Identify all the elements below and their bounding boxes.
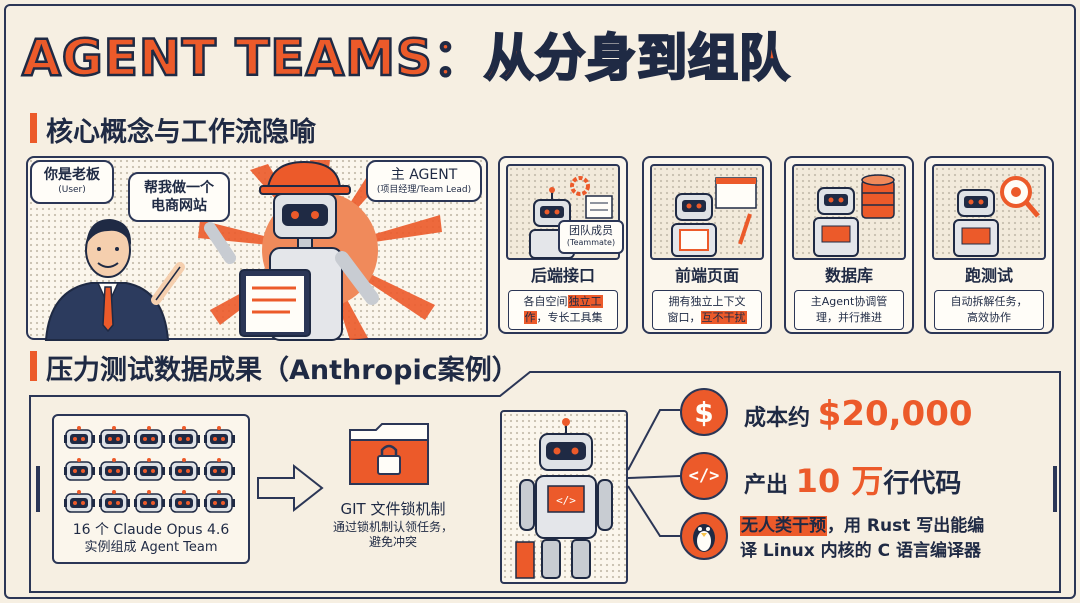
compiler-line2: 译 Linux 内核的 C 语言编译器 — [740, 540, 981, 561]
agent-bubble-sub: (项目经理/Team Lead) — [376, 184, 472, 195]
coding-robot-icon: </> — [515, 418, 613, 579]
fleet-robot-icon — [64, 490, 95, 513]
code-pre: 产出 — [744, 473, 796, 498]
frontend-robot-icon — [671, 177, 757, 257]
compiler-robot-panel: </> — [500, 410, 628, 584]
compiler-line1: ，用 Rust 写出能编 — [827, 516, 985, 536]
boss-speech-bubble: 你是老板 (User) — [30, 160, 114, 204]
fleet-robot-icon — [204, 426, 235, 449]
teammate-badge-main: 团队成员 — [569, 224, 613, 237]
teammate-badge-sub: (Teammate) — [566, 237, 616, 247]
card-desc-frontend: 拥有独立上下文 窗口，互不干扰 — [652, 290, 762, 330]
svg-text:</>: </> — [556, 494, 576, 507]
fleet-robot-icon — [204, 458, 235, 481]
card-name-frontend: 前端页面 — [674, 266, 739, 285]
desc-frontend-line1: 拥有独立上下文 — [668, 295, 746, 308]
request-speech-bubble: 帮我做一个 电商网站 — [128, 172, 230, 222]
card-desc-testing: 自动拆解任务， 高效协作 — [934, 290, 1044, 330]
desc-testing-line2: 高效协作 — [967, 310, 1011, 324]
fleet-robot-icon — [169, 426, 200, 449]
request-line1: 帮我做一个 — [144, 180, 214, 196]
code-icon: </> — [680, 452, 728, 500]
compiler-highlight: 无人类干预 — [740, 516, 827, 536]
fleet-robot-icon — [169, 490, 200, 513]
dollar-icon: $ — [680, 388, 728, 436]
fleet-robot-icon — [134, 426, 165, 449]
cost-stat: 成本约 $20,000 — [744, 394, 973, 434]
code-output-stat: 产出 10 万行代码 — [744, 456, 961, 502]
teammate-card-backend: 团队成员 (Teammate) 后端接口 各自空间独立工 作，专长工具集 — [498, 156, 628, 334]
git-line1: 通过锁机制认领任务， — [332, 519, 453, 534]
cost-label: 成本约 — [744, 406, 818, 431]
teammate-card-database: 数据库 主Agent协调管 理，并行推进 — [784, 156, 914, 334]
agent-speech-bubble: 主 AGENT (项目经理/Team Lead) — [366, 160, 482, 202]
fleet-robot-icon — [134, 458, 165, 481]
folder-lock-icon — [349, 423, 429, 485]
agent-bubble-main: 主 AGENT — [390, 167, 458, 183]
card-name-backend: 后端接口 — [530, 266, 595, 285]
desc-backend-highlight: 独立工 — [567, 295, 603, 308]
fleet-line1: 16 个 Claude Opus 4.6 — [72, 522, 230, 538]
boss-bubble-main: 你是老板 — [44, 167, 100, 183]
card-desc-backend: 各自空间独立工 作，专长工具集 — [508, 290, 618, 330]
fleet-robot-icon — [64, 458, 95, 481]
request-line2: 电商网站 — [151, 197, 207, 214]
fleet-robot-icon — [169, 458, 200, 481]
testing-robot-icon — [953, 176, 1040, 257]
section1-title: 核心概念与工作流隐喻 — [46, 117, 316, 148]
lead-agent-robot — [204, 160, 379, 341]
desc-backend-pre: 各自空间 — [523, 295, 568, 308]
database-art — [792, 164, 906, 260]
fleet-robot-icon — [134, 490, 165, 513]
desc-backend-highlight2: 作 — [523, 310, 537, 324]
git-title: GIT 文件锁机制 — [340, 500, 446, 518]
database-robot-icon — [813, 174, 895, 257]
desc-database-line2: 理，并行推进 — [816, 310, 882, 324]
boss-bubble-sub: (User) — [58, 184, 86, 195]
card-name-database: 数据库 — [824, 266, 873, 285]
code-post: 行代码 — [883, 469, 962, 499]
fleet-line2: 实例组成 Agent Team — [84, 539, 218, 555]
fleet-robot-icon — [99, 458, 130, 481]
compiler-stat: 无人类干预，用 Rust 写出能编 译 Linux 内核的 C 语言编译器 — [740, 514, 984, 563]
page-frame — [4, 4, 1076, 599]
teammate-card-testing: 跑测试 自动拆解任务， 高效协作 — [924, 156, 1054, 334]
fleet-robot-icon — [99, 490, 130, 513]
linux-penguin-icon — [680, 512, 728, 560]
code-value: 10 万 — [795, 462, 884, 500]
card-desc-database: 主Agent协调管 理，并行推进 — [794, 290, 904, 330]
robot-fleet-grid — [64, 426, 235, 513]
git-line2: 避免冲突 — [368, 535, 417, 550]
card-name-testing: 跑测试 — [964, 266, 1013, 285]
section1-marker — [30, 113, 37, 143]
section2-marker — [30, 351, 37, 381]
desc-frontend-highlight: 互不干扰 — [700, 310, 747, 324]
testing-art — [932, 164, 1046, 260]
desc-backend-line2: ，专长工具集 — [536, 310, 603, 324]
teammate-badge: 团队成员 (Teammate) — [558, 220, 624, 254]
agent-fleet-panel: 16 个 Claude Opus 4.6 实例组成 Agent Team — [52, 414, 250, 564]
page-title: AGENT TEAMS：从分身到组队 — [21, 28, 790, 89]
git-lock-caption: GIT 文件锁机制 通过锁机制认领任务， 避免冲突 — [318, 500, 468, 551]
fleet-robot-icon — [64, 426, 95, 449]
section2-title: 压力测试数据成果（Anthropic案例） — [46, 355, 519, 386]
boss-figure — [44, 219, 185, 341]
teammate-card-frontend: 前端页面 拥有独立上下文 窗口，互不干扰 — [642, 156, 772, 334]
desc-frontend-line2-pre: 窗口， — [667, 310, 701, 324]
desc-database-line1: 主Agent协调管 — [810, 295, 888, 308]
fleet-robot-icon — [204, 490, 235, 513]
frontend-art — [650, 164, 764, 260]
desc-testing-line1: 自动拆解任务， — [950, 295, 1028, 308]
fleet-robot-icon — [99, 426, 130, 449]
cost-value: $20,000 — [817, 394, 973, 434]
